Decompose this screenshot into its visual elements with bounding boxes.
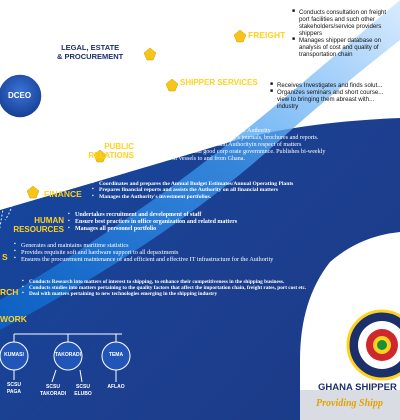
freight-item: Manages shipper database on: [292, 37, 386, 44]
shipper-services-description: Receives Investigates and finds solut...…: [270, 82, 383, 110]
finance-title: FINANCE: [44, 189, 82, 199]
freight-item: analysis of cost and quality of: [299, 44, 379, 51]
takoradi-sub-2: SCSU ELUBO: [74, 384, 92, 397]
network-diagram: [0, 333, 131, 383]
pr-line: Manages the publication of Authority's j…: [145, 135, 319, 141]
human-resources-description: Undertakes recruitment and development o…: [68, 212, 237, 233]
research-title: RCH: [0, 287, 19, 297]
kumasi-sub-1: SCSU: [7, 382, 21, 388]
freight-item: shippers: [299, 30, 323, 37]
dceo-node: [0, 73, 43, 119]
hr-item: Undertakes recruitment and development o…: [68, 212, 237, 219]
research-item: Conducts studies into matters pertaining…: [22, 285, 306, 291]
hr-item: Ensure best practices in office organiza…: [68, 219, 237, 226]
pentagon-pr: [93, 149, 107, 163]
takoradi-label: TAKORADI: [54, 352, 81, 358]
freight-item: Conducts consultation on freight: [292, 9, 386, 16]
freight-item: transportation chain: [299, 51, 353, 58]
tema-label: TEMA: [108, 352, 124, 358]
network-title: WORK: [0, 314, 27, 324]
finance-item: Prepares financial reports and assists t…: [92, 187, 293, 193]
pr-line: Interfaces between the public and Author…: [138, 142, 325, 149]
tema-sub-1: AFLAO: [107, 384, 125, 390]
public-relations-description: Markets the products and activities of t…: [138, 128, 325, 163]
ict-item: Ensures the procurement maintenance of a…: [14, 256, 273, 263]
kumasi-label: KUMASI: [4, 352, 24, 358]
shipper-item: industry: [277, 103, 299, 110]
ict-description: Generates and maintains maritime statist…: [14, 242, 273, 263]
takoradi-sub-1: SCSU TAKORADI: [39, 384, 66, 397]
research-item: Deal with matters pertaining to new tech…: [22, 291, 306, 297]
connector-lines: [0, 35, 241, 230]
pentagon-finance: [26, 185, 40, 199]
org-tagline: Providing Shipp: [316, 398, 383, 409]
shipper-services-subtitle: & Trade Facilitation: [184, 87, 254, 96]
freight-title: FREIGHT: [248, 30, 286, 40]
ict-title: S: [2, 252, 8, 262]
research-description: Conducts Research into matters of intere…: [22, 279, 306, 297]
org-name: GHANA SHIPPER: [318, 382, 397, 393]
pentagon-legal: [143, 47, 157, 61]
shipper-item: view to bringing them abreast with...: [277, 96, 375, 103]
research-item: Conducts Research into matters of intere…: [22, 279, 306, 285]
legal-title: LEGAL, ESTATE & PROCUREMENT: [57, 43, 124, 61]
kumasi-sub-2: PAGA: [6, 389, 22, 395]
freight-description: Conducts consultation on freight port fa…: [292, 9, 386, 58]
finance-item: Manages the Authority's investment portf…: [92, 194, 293, 200]
pr-line: Markets the products and activities of t…: [138, 128, 325, 135]
pentagon-shipper: [165, 78, 179, 92]
hr-item: Manages all personnel portfolio: [68, 226, 237, 233]
public-relations-title: PUBLIC RELATIONS: [88, 142, 134, 161]
freight-item: stakeholders/service providers: [299, 23, 382, 30]
pr-line: movement of vessels to and from Ghana.: [145, 156, 246, 162]
pr-line: relatingto the press and good corp orate…: [145, 149, 326, 155]
footer-strip: [300, 390, 400, 420]
shipper-item: Receives Investigates and finds solut...: [270, 82, 383, 89]
human-resources-title: HUMAN RESOURCES: [13, 216, 64, 235]
shipper-item: Organizes seminars and short course...: [270, 89, 383, 96]
dceo-label: DCEO: [8, 91, 32, 100]
org-seal-logo: [346, 309, 400, 381]
ict-item: Generates and maintains maritime statist…: [14, 242, 273, 249]
shipper-services-title: SHIPPER SERVICES: [180, 78, 258, 87]
takoradi-node: [53, 341, 83, 371]
freight-item: port facilities and such other: [299, 16, 375, 23]
finance-description: Coordinates and prepares the Annual Budg…: [92, 181, 293, 200]
pentagon-freight: [233, 29, 247, 43]
ict-item: Provides requisite soft and hardware sup…: [14, 249, 273, 256]
finance-item: Coordinates and prepares the Annual Budg…: [92, 181, 293, 187]
